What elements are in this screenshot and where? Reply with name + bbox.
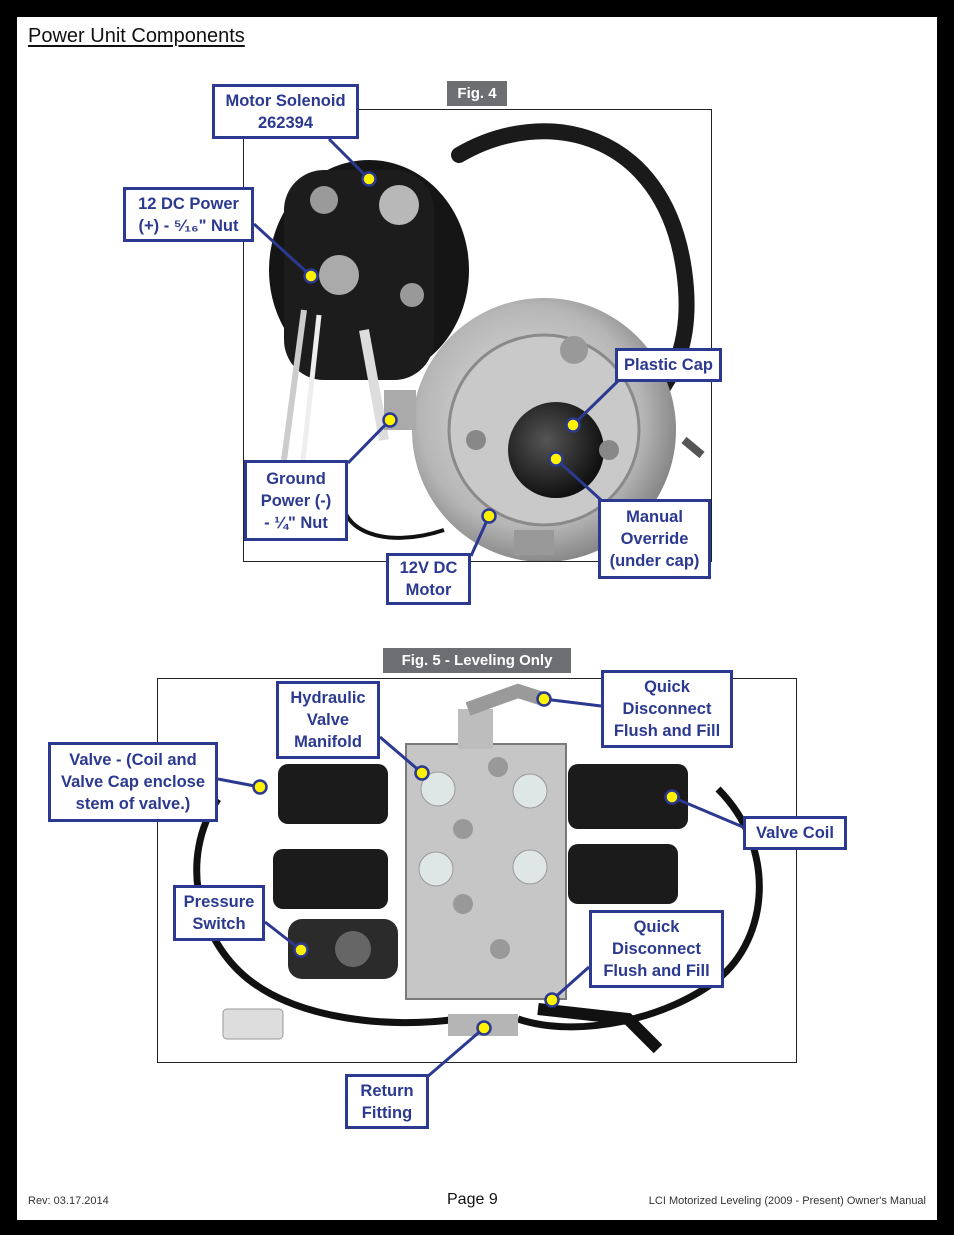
footer-revision: Rev: 03.17.2014 [28,1195,109,1207]
callout-12v-dc-motor: 12V DC Motor [386,553,471,605]
section-title: Power Unit Components [28,25,245,47]
fig4-label: Fig. 4 [447,81,507,106]
fig5-label: Fig. 5 - Leveling Only [383,648,571,673]
callout-12dc-power: 12 DC Power (+) - ⁵⁄₁₆" Nut [123,187,254,242]
callout-valve-coil: Valve Coil [743,816,847,850]
footer-manual-title: LCI Motorized Leveling (2009 - Present) … [648,1195,926,1207]
callout-plastic-cap: Plastic Cap [615,348,722,382]
callout-quick-disconnect-top: Quick Disconnect Flush and Fill [601,670,733,748]
manual-page: Power Unit Components Fig. 4 [17,17,937,1220]
valve-manifold-illustration [193,683,763,1054]
callout-ground-power: Ground Power (-) - ¼" Nut [244,460,348,541]
footer-page-number: Page 9 [447,1191,498,1208]
callout-motor-solenoid: Motor Solenoid 262394 [212,84,359,139]
callout-manual-override: Manual Override (under cap) [598,499,711,579]
callout-quick-disconnect-bottom: Quick Disconnect Flush and Fill [589,910,724,988]
callout-return-fitting: Return Fitting [345,1074,429,1129]
callout-hydraulic-valve-manifold: Hydraulic Valve Manifold [276,681,380,759]
callout-pressure-switch: Pressure Switch [173,885,265,941]
callout-valve: Valve - (Coil and Valve Cap enclose stem… [48,742,218,822]
